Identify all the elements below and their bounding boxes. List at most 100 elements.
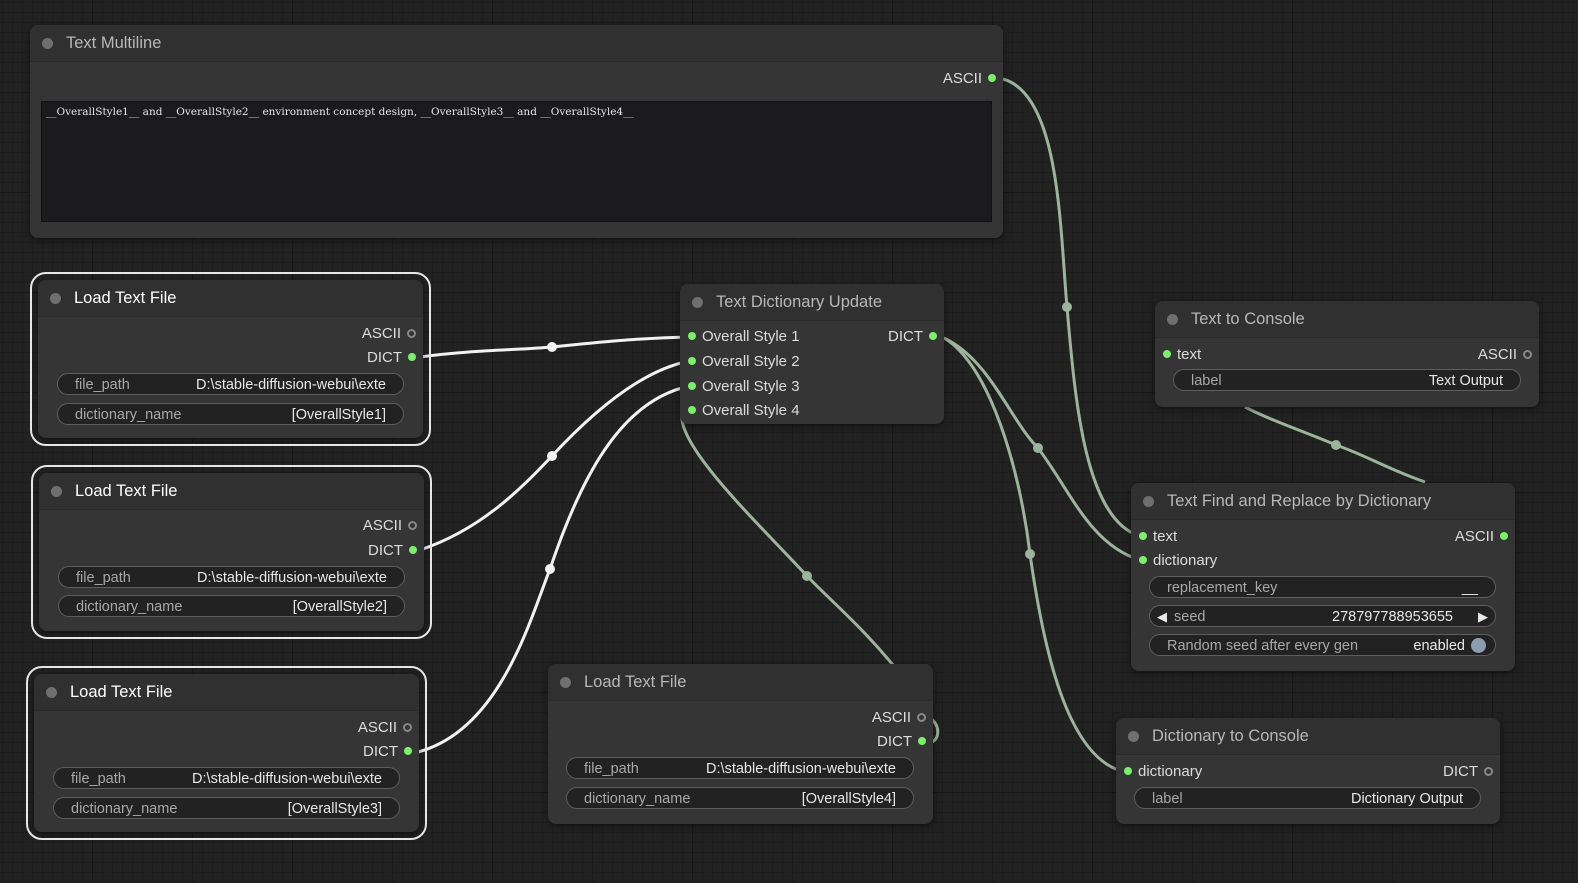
wire-midpoint[interactable] bbox=[547, 451, 557, 461]
input-dot-icon[interactable] bbox=[1163, 350, 1171, 359]
node-title-bar[interactable]: Load Text File bbox=[34, 674, 419, 711]
load-text-file-node-1[interactable]: Load Text File ASCII DICT file_path D:\s… bbox=[30, 272, 431, 446]
output-dot-icon[interactable] bbox=[918, 737, 926, 746]
output-dot-icon[interactable] bbox=[988, 74, 996, 83]
wire-find-replace-to-text-console[interactable] bbox=[1244, 405, 1426, 484]
wire-multiline-to-find-replace[interactable] bbox=[1002, 77, 1141, 538]
input-dictionary[interactable]: dictionary bbox=[1139, 551, 1217, 571]
decrement-arrow-icon[interactable]: ◀ bbox=[1157, 609, 1167, 624]
text-multiline-node[interactable]: Text Multiline ASCII __OverallStyle1__ a… bbox=[30, 25, 1003, 238]
label-widget[interactable]: label Text Output bbox=[1173, 369, 1521, 391]
output-dict[interactable]: DICT bbox=[888, 327, 937, 347]
node-title-bar[interactable]: Load Text File bbox=[548, 664, 933, 701]
input-dot-icon[interactable] bbox=[1139, 532, 1147, 541]
load-text-file-node-3[interactable]: Load Text File ASCII DICT file_path D:\s… bbox=[26, 666, 427, 840]
wire-midpoint[interactable] bbox=[545, 564, 555, 574]
output-ascii[interactable]: ASCII bbox=[362, 324, 416, 344]
input-dot-icon[interactable] bbox=[688, 332, 696, 341]
input-dot-icon[interactable] bbox=[688, 382, 696, 391]
node-title-bar[interactable]: Dictionary to Console bbox=[1116, 718, 1500, 755]
wire-midpoint[interactable] bbox=[1331, 440, 1341, 450]
random-seed-toggle[interactable]: Random seed after every gen enabled bbox=[1149, 634, 1496, 656]
load-text-file-node-2[interactable]: Load Text File ASCII DICT file_path D:\s… bbox=[31, 465, 432, 639]
node-title-bar[interactable]: Text Multiline bbox=[30, 25, 1003, 62]
wire-midpoint[interactable] bbox=[1062, 302, 1072, 312]
label-widget[interactable]: label Dictionary Output bbox=[1134, 787, 1481, 809]
input-text[interactable]: text bbox=[1139, 527, 1177, 547]
node-title-bar[interactable]: Text Dictionary Update bbox=[680, 284, 944, 321]
wire-midpoint[interactable] bbox=[802, 571, 812, 581]
output-dict[interactable]: DICT bbox=[877, 732, 926, 752]
toggle-knob-icon[interactable] bbox=[1471, 638, 1486, 653]
input-dot-icon[interactable] bbox=[688, 406, 696, 415]
collapse-dot-icon[interactable] bbox=[560, 677, 571, 688]
output-dict[interactable]: DICT bbox=[363, 742, 412, 762]
dictionary-name-widget[interactable]: dictionary_name [OverallStyle1] bbox=[57, 403, 404, 425]
collapse-dot-icon[interactable] bbox=[51, 486, 62, 497]
output-dot-icon[interactable] bbox=[929, 332, 937, 341]
output-dot-icon[interactable] bbox=[409, 546, 417, 555]
collapse-dot-icon[interactable] bbox=[1167, 314, 1178, 325]
output-dot-icon[interactable] bbox=[403, 722, 412, 732]
seed-widget[interactable]: ◀ seed 278797788953655 ▶ bbox=[1149, 605, 1496, 627]
file-path-widget[interactable]: file_path D:\stable-diffusion-webui\exte bbox=[57, 373, 404, 395]
wire-midpoint[interactable] bbox=[547, 342, 557, 352]
file-path-widget[interactable]: file_path D:\stable-diffusion-webui\exte bbox=[53, 767, 400, 789]
wire-load4-to-dict-update[interactable] bbox=[680, 411, 895, 666]
collapse-dot-icon[interactable] bbox=[50, 293, 61, 304]
collapse-dot-icon[interactable] bbox=[1128, 731, 1139, 742]
output-dict[interactable]: DICT bbox=[1443, 762, 1493, 782]
output-ascii[interactable]: ASCII bbox=[943, 69, 996, 89]
output-dot-icon[interactable] bbox=[404, 747, 412, 756]
text-to-console-node[interactable]: Text to Console text ASCII label Text Ou… bbox=[1155, 301, 1539, 407]
file-path-widget[interactable]: file_path D:\stable-diffusion-webui\exte bbox=[58, 566, 405, 588]
output-dict[interactable]: DICT bbox=[367, 348, 416, 368]
input-overall-style-3[interactable]: Overall Style 3 bbox=[688, 377, 800, 397]
input-overall-style-2[interactable]: Overall Style 2 bbox=[688, 352, 800, 372]
input-dot-icon[interactable] bbox=[1124, 767, 1132, 776]
output-dot-icon[interactable] bbox=[1523, 349, 1532, 359]
collapse-dot-icon[interactable] bbox=[692, 297, 703, 308]
dictionary-name-widget[interactable]: dictionary_name [OverallStyle4] bbox=[566, 787, 914, 809]
wire-dict-update-to-dict-console[interactable] bbox=[943, 336, 1126, 774]
node-title-bar[interactable]: Text to Console bbox=[1155, 301, 1539, 338]
text-dictionary-update-node[interactable]: Text Dictionary Update Overall Style 1 O… bbox=[680, 284, 944, 424]
wire-dict-update-to-find-replace[interactable] bbox=[943, 336, 1141, 562]
output-dot-icon[interactable] bbox=[1484, 766, 1493, 776]
dictionary-name-widget[interactable]: dictionary_name [OverallStyle3] bbox=[53, 797, 400, 819]
wire-load2-to-dict-update[interactable] bbox=[419, 359, 691, 552]
input-text[interactable]: text bbox=[1163, 345, 1201, 365]
output-dot-icon[interactable] bbox=[408, 520, 417, 530]
output-dot-icon[interactable] bbox=[1500, 532, 1508, 541]
text-find-replace-node[interactable]: Text Find and Replace by Dictionary text… bbox=[1131, 483, 1515, 671]
output-ascii[interactable]: ASCII bbox=[358, 718, 412, 738]
dictionary-name-widget[interactable]: dictionary_name [OverallStyle2] bbox=[58, 595, 405, 617]
collapse-dot-icon[interactable] bbox=[46, 687, 57, 698]
output-dot-icon[interactable] bbox=[407, 328, 416, 338]
wire-midpoint[interactable] bbox=[1033, 443, 1043, 453]
wire-midpoint[interactable] bbox=[1025, 549, 1035, 559]
multiline-text-input[interactable]: __OverallStyle1__ and __OverallStyle2__ … bbox=[41, 101, 992, 222]
input-dot-icon[interactable] bbox=[688, 357, 696, 366]
file-path-widget[interactable]: file_path D:\stable-diffusion-webui\exte bbox=[566, 757, 914, 779]
output-ascii[interactable]: ASCII bbox=[1478, 345, 1532, 365]
output-dict[interactable]: DICT bbox=[368, 541, 417, 561]
output-ascii[interactable]: ASCII bbox=[1455, 527, 1508, 547]
collapse-dot-icon[interactable] bbox=[1143, 496, 1154, 507]
output-dot-icon[interactable] bbox=[408, 353, 416, 362]
output-dot-icon[interactable] bbox=[917, 712, 926, 722]
collapse-dot-icon[interactable] bbox=[42, 38, 53, 49]
wire-load1-to-dict-update[interactable] bbox=[419, 335, 691, 359]
node-title-bar[interactable]: Load Text File bbox=[39, 473, 424, 510]
input-dot-icon[interactable] bbox=[1139, 556, 1147, 565]
increment-arrow-icon[interactable]: ▶ bbox=[1478, 609, 1488, 624]
replacement-key-widget[interactable]: replacement_key __ bbox=[1149, 576, 1496, 598]
input-overall-style-1[interactable]: Overall Style 1 bbox=[688, 327, 800, 347]
dictionary-to-console-node[interactable]: Dictionary to Console dictionary DICT la… bbox=[1116, 718, 1500, 824]
input-dictionary[interactable]: dictionary bbox=[1124, 762, 1202, 782]
output-ascii[interactable]: ASCII bbox=[363, 516, 417, 536]
output-ascii[interactable]: ASCII bbox=[872, 708, 926, 728]
input-overall-style-4[interactable]: Overall Style 4 bbox=[688, 401, 800, 421]
node-title-bar[interactable]: Text Find and Replace by Dictionary bbox=[1131, 483, 1515, 520]
node-title-bar[interactable]: Load Text File bbox=[38, 280, 423, 317]
